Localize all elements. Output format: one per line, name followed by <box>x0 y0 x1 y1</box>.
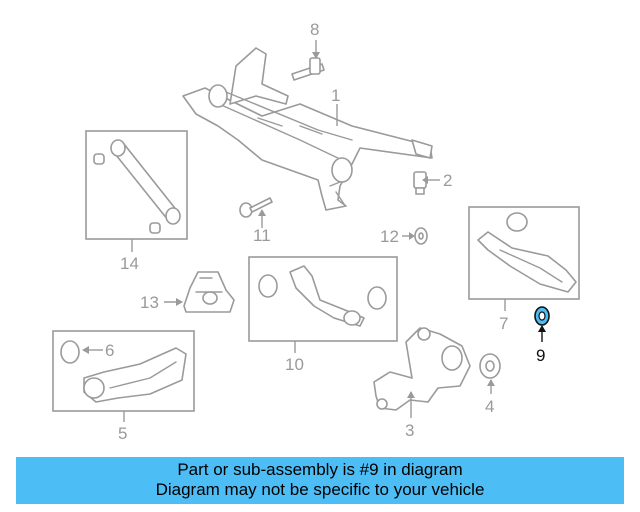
mount-part-13 <box>183 271 235 313</box>
parts-diagram: 1 8 2 11 12 14 <box>52 20 580 443</box>
washer-part-12 <box>414 227 428 245</box>
callout-9: 9 <box>536 346 545 365</box>
knuckle-part-3 <box>373 327 471 411</box>
crossmember-part <box>182 47 433 211</box>
banner-line-2: Diagram may not be specific to your vehi… <box>155 480 485 499</box>
callout-7: 7 <box>499 314 508 333</box>
lower-arm-part-7 <box>477 212 577 293</box>
callout-11: 11 <box>253 226 271 245</box>
callout-14: 14 <box>120 254 139 273</box>
callout-4: 4 <box>485 397 494 416</box>
info-banner: Part or sub-assembly is #9 in diagram Di… <box>16 457 624 504</box>
callout-1: 1 <box>331 86 340 105</box>
trailing-arm-part-5 <box>60 340 187 403</box>
box-14 <box>85 130 188 240</box>
callout-12: 12 <box>380 227 399 246</box>
callout-8: 8 <box>310 20 319 39</box>
bushing-part-9 <box>534 306 550 326</box>
banner-line-1: Part or sub-assembly is #9 in diagram <box>177 460 463 479</box>
callout-6: 6 <box>105 341 114 360</box>
callout-5: 5 <box>118 424 127 443</box>
callout-2: 2 <box>443 171 452 190</box>
bolt-part-2 <box>413 171 427 195</box>
box-7 <box>468 206 580 300</box>
bushing-part-4 <box>479 353 501 379</box>
box-10 <box>248 256 398 342</box>
upper-arm-part-10 <box>258 265 387 327</box>
lateral-link-part-14 <box>93 139 181 234</box>
callout-3: 3 <box>405 421 414 440</box>
bolt-part-11 <box>239 197 273 218</box>
callout-10: 10 <box>285 355 304 374</box>
bolt-part-8 <box>291 57 325 81</box>
callout-13: 13 <box>140 293 159 312</box>
